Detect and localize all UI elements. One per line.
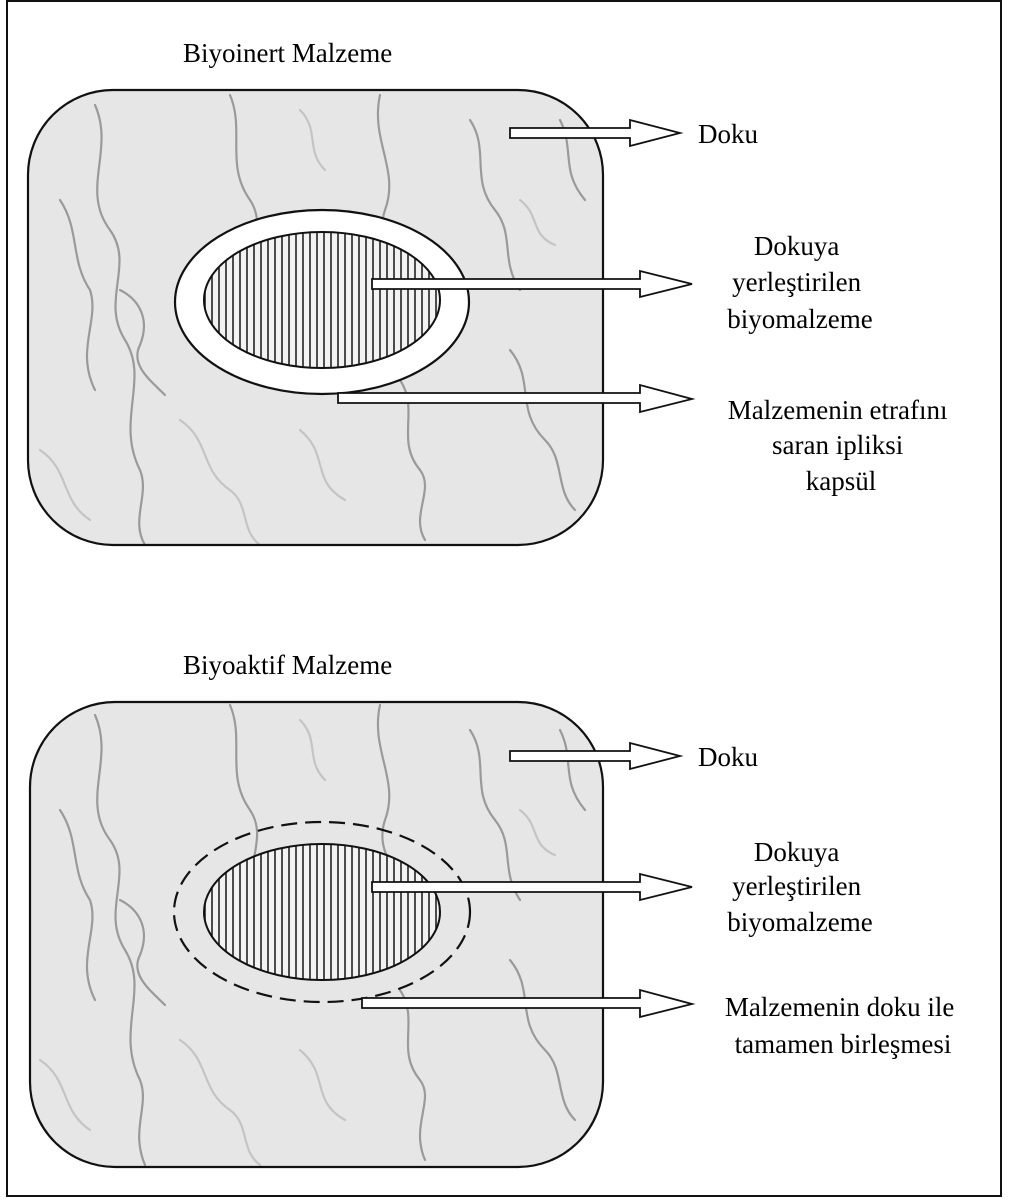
label-implanted-biomaterial: Dokuya yerleştirilen biyomalzeme — [727, 837, 872, 937]
label-fibrous-capsule: Malzemenin etrafını saran ipliksi kapsül — [728, 395, 954, 496]
label-tissue-integration: Malzemenin doku ile tamamen birleşmesi — [725, 992, 961, 1059]
label-implanted-biomaterial: Dokuya yerleştirilen biyomalzeme — [727, 231, 872, 334]
implanted-biomaterial — [204, 232, 440, 368]
panel-bioinert: Biyoinert Malzeme — [28, 38, 954, 545]
panel-title-bioinert: Biyoinert Malzeme — [183, 38, 392, 68]
panel-title-bioactive: Biyoaktif Malzeme — [183, 650, 392, 680]
label-tissue: Doku — [698, 119, 758, 149]
panel-bioactive: Biyoaktif Malzeme — [30, 650, 961, 1167]
implanted-biomaterial — [204, 844, 440, 980]
label-tissue: Doku — [698, 742, 758, 772]
